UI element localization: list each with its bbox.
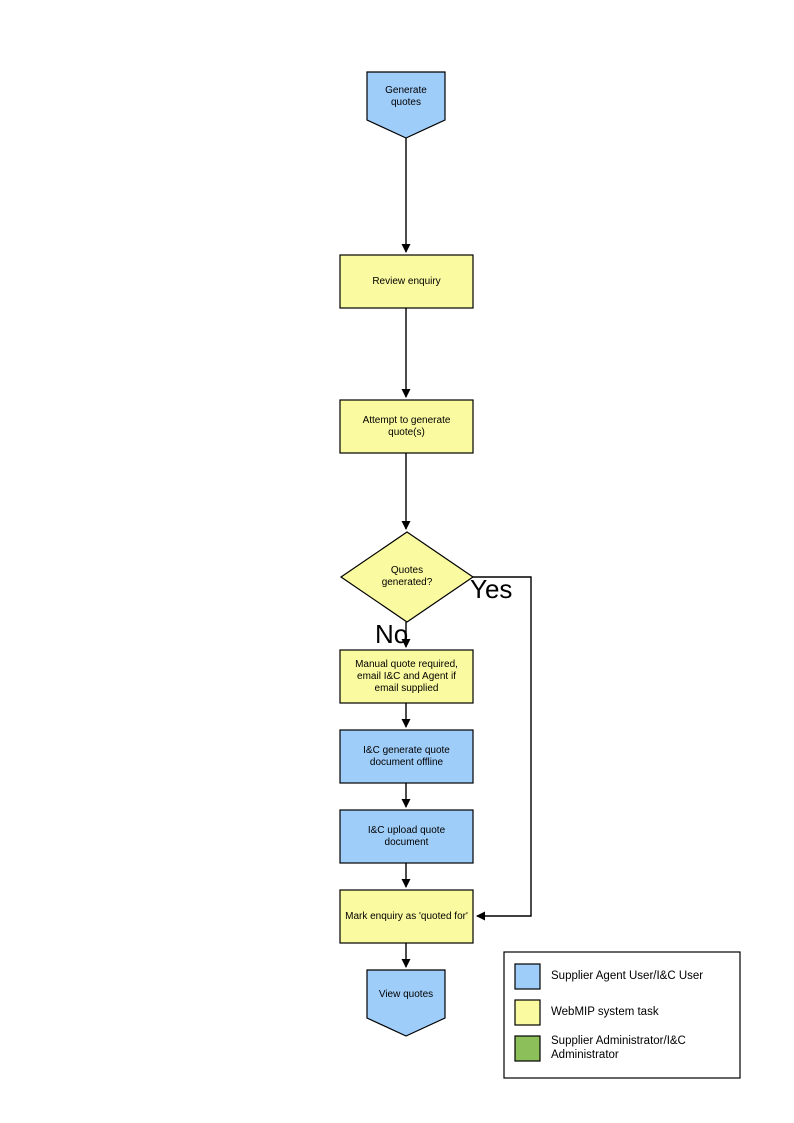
connector-decision-yes-to-mark-enquiry bbox=[473, 576, 532, 921]
node-shape-review-enquiry bbox=[339, 254, 474, 309]
legend-label-supplier-administrator: Supplier Administrator/I&C Administrator bbox=[551, 1035, 686, 1061]
node-shape-manual-quote-required bbox=[339, 649, 474, 704]
legend-label-webmip-system-task: WebMIP system task bbox=[551, 1006, 659, 1018]
legend-swatch-webmip-system-task bbox=[514, 999, 541, 1026]
node-shape-generate-quotes bbox=[366, 71, 446, 139]
node-shape-view-quotes bbox=[366, 969, 446, 1037]
branch-label-no: No bbox=[375, 619, 409, 649]
node-shape-attempt-generate-quotes bbox=[339, 399, 474, 454]
node-shape-ic-generate-quote-offline bbox=[339, 729, 474, 784]
legend-swatch-supplier-administrator bbox=[514, 1035, 541, 1062]
legend-label-supplier-agent-user: Supplier Agent User/I&C User bbox=[551, 970, 704, 982]
branch-label-yes: Yes bbox=[470, 574, 513, 604]
legend-swatch-supplier-agent-user bbox=[514, 963, 541, 990]
node-shape-ic-upload-quote-document bbox=[339, 809, 474, 864]
legend-box bbox=[503, 951, 741, 1079]
node-shape-quotes-generated-decision bbox=[339, 531, 475, 623]
node-shape-mark-enquiry-quoted-for bbox=[339, 889, 474, 944]
